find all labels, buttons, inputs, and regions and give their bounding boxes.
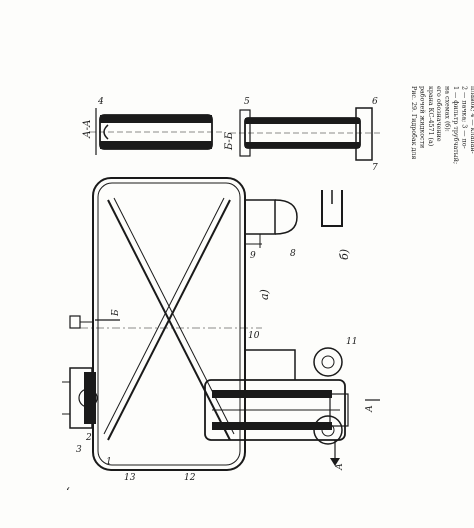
label-section-aa: А-А xyxy=(82,119,93,139)
drain-plug xyxy=(69,315,93,329)
filter-housing xyxy=(204,347,349,445)
schematic-symbol-b xyxy=(321,190,343,227)
section-bb-view xyxy=(230,107,380,161)
callout-4: 4 xyxy=(97,97,104,107)
label-section-bb: Б-Б xyxy=(224,131,235,151)
caption-line: 2 — пачка; 3 — по- xyxy=(460,86,467,149)
tank-body xyxy=(92,177,246,471)
callout-9: 9 xyxy=(250,251,256,261)
outlet-pipe-top xyxy=(244,199,298,248)
callout-8: 8 xyxy=(290,249,296,259)
caption-line: Рис. 29. Гидробак для xyxy=(410,86,417,159)
callout-10: 10 xyxy=(248,331,260,341)
label-arrow-b: Б xyxy=(111,309,121,317)
callout-13: 13 xyxy=(124,473,136,483)
label-arrow-a-left: А xyxy=(335,463,345,471)
label-view-b: б) xyxy=(338,249,351,260)
tank-inner-wall xyxy=(97,182,241,466)
callout-3: 3 xyxy=(76,445,82,455)
caption-line: 1 — фильтр трубчатый; xyxy=(452,86,459,164)
page-mark: ʻ xyxy=(66,485,70,499)
section-arrows xyxy=(95,319,380,466)
caption-line: крана КС-4571 (а) xyxy=(427,86,434,146)
caption-line: плавок; 4 — клапан- xyxy=(469,86,474,154)
caption-line: его обозначение xyxy=(435,86,442,142)
callout-12: 12 xyxy=(184,473,196,483)
label-view-a: а) xyxy=(258,289,271,300)
section-aa-view xyxy=(90,108,222,155)
label-arrow-a-bottom: А xyxy=(365,405,375,413)
filler-cap xyxy=(62,367,98,429)
caption-line: рабочей жидкости xyxy=(418,86,425,148)
callout-7: 7 xyxy=(372,163,378,173)
callout-6: 6 xyxy=(372,97,378,107)
tank-main-view xyxy=(62,177,380,471)
callout-2: 2 xyxy=(85,433,92,443)
callout-1: 1 xyxy=(106,457,112,467)
caption-line: на схемах (б): xyxy=(444,86,451,132)
callout-5: 5 xyxy=(244,97,250,107)
callout-11: 11 xyxy=(346,337,357,347)
baffle-diagonal-2 xyxy=(107,199,231,441)
